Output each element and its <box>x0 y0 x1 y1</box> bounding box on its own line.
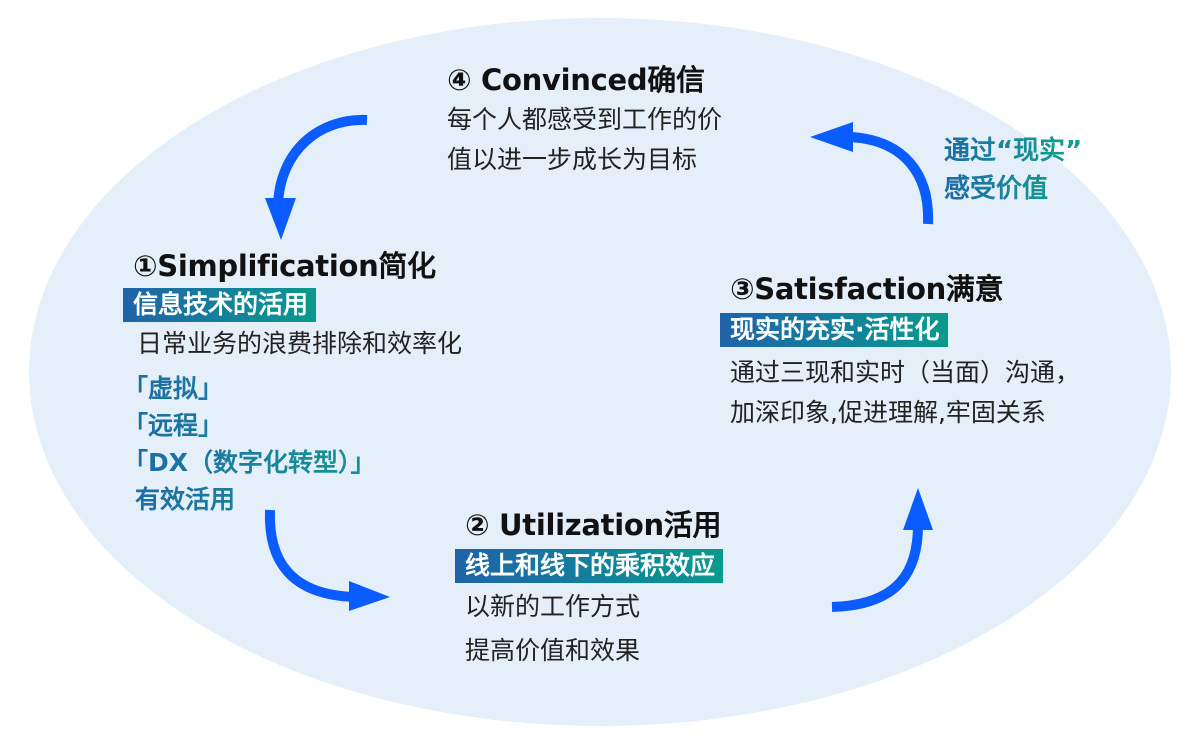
curved-arrow-left-icon <box>810 122 934 225</box>
highlight-line: 「DX（数字化转型）」 <box>123 444 462 481</box>
stage-text-line: 以新的工作方式 <box>465 592 641 621</box>
annotation-line: 感受价值 <box>944 170 1082 208</box>
stage-title: ①Simplification简化 <box>133 249 436 283</box>
stage-text-line: 提高价值和效果 <box>465 636 641 665</box>
curved-arrow-right-icon <box>264 509 390 611</box>
stage-text-line: 通过三现和实时（当面）沟通， <box>730 358 1081 387</box>
stage-text-line: 每个人都感受到工作的价 <box>447 105 723 134</box>
highlight-line: 「远程」 <box>123 407 462 444</box>
annotation-line: 通过“现实” <box>944 132 1082 170</box>
stage-title: ② Utilization活用 <box>465 508 722 542</box>
stage-text-line: 值以进一步成长为目标 <box>447 145 698 174</box>
stage-text-line: 加深印象,促进理解,牢固关系 <box>730 398 1046 427</box>
curved-arrow-up-icon <box>831 488 933 612</box>
stage-satisfaction: ③Satisfaction满意 现实的充实·活性化 通过三现和实时（当面）沟通，… <box>720 271 1080 433</box>
annotation-reality-value: 通过“现实” 感受价值 <box>944 132 1082 208</box>
stage-tag: 信息技术的活用 <box>123 288 317 322</box>
highlight-line: 有效活用 <box>123 481 462 518</box>
stage-text-line: 日常业务的浪费排除和效率化 <box>137 329 463 358</box>
stage-simplification: ①Simplification简化 信息技术的活用 日常业务的浪费排除和效率化 … <box>123 248 462 518</box>
stage-tag: 现实的充实·活性化 <box>720 313 948 347</box>
highlight-line: 「虚拟」 <box>123 370 462 407</box>
stage-utilization: ② Utilization活用 线上和线下的乘积效应 以新的工作方式 提高价值和… <box>455 507 724 671</box>
stage-title: ③Satisfaction满意 <box>730 272 1004 306</box>
stage-tag: 线上和线下的乘积效应 <box>455 549 724 583</box>
curved-arrow-down-icon <box>265 114 368 240</box>
stage-title: ④ Convinced确信 <box>447 63 705 97</box>
stage-convinced: ④ Convinced确信 每个人都感受到工作的价 值以进一步成长为目标 <box>447 62 722 180</box>
background-ellipse <box>29 18 1171 726</box>
